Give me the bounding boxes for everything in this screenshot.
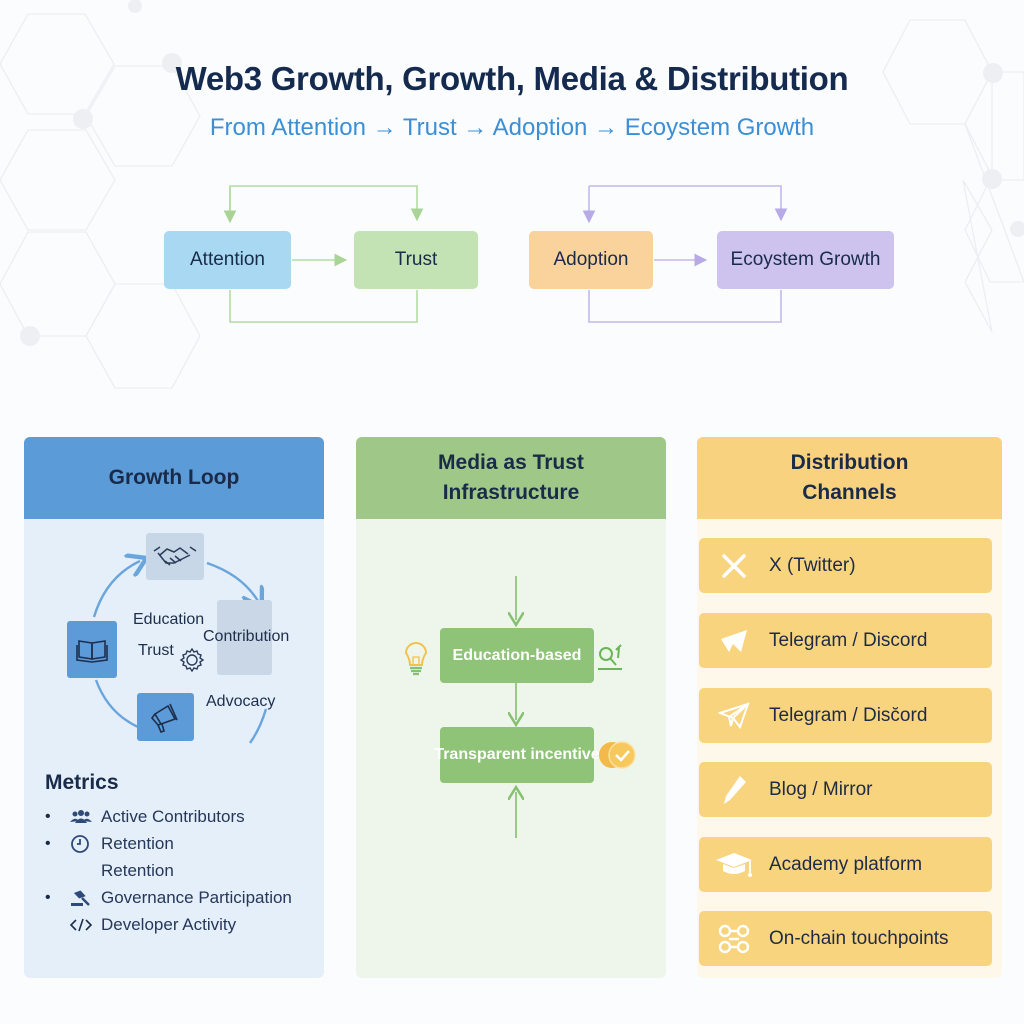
flow-connectors bbox=[223, 185, 788, 323]
growth-loop-title: Growth Loop bbox=[108, 466, 240, 489]
metric-text: Retention bbox=[101, 861, 174, 880]
handshake-icon bbox=[153, 546, 197, 566]
channel-label: Telegram / Discord bbox=[769, 629, 928, 651]
media-trust-header: Media as Trust Infrastructure bbox=[356, 437, 666, 519]
metric-item: • Active Contributors bbox=[45, 804, 245, 830]
stage-attention[interactable]: Attention bbox=[164, 231, 291, 289]
stage-adoption[interactable]: Adoption bbox=[529, 231, 653, 289]
paper-plane-icon bbox=[699, 628, 769, 654]
loop-arrow-contribution-to-megaphone bbox=[249, 708, 268, 744]
loop-label-contribution: Contribution bbox=[203, 628, 290, 645]
distribution-title-line2: Channels bbox=[802, 481, 897, 504]
media-title-line1: Media as Trust bbox=[438, 451, 584, 474]
book-icon bbox=[76, 640, 108, 663]
metric-text: Active Contributors bbox=[101, 807, 245, 826]
stage-ecosystem-growth[interactable]: Ecoystem Growth bbox=[717, 231, 894, 289]
loop-top-adoption-eco bbox=[589, 185, 788, 222]
channel-label: Telegram / Disc̆ord bbox=[769, 704, 928, 726]
channel-telegram-discord[interactable]: Telegram / Discord bbox=[699, 613, 992, 668]
megaphone-icon bbox=[150, 703, 178, 733]
growth-loop-diagram bbox=[67, 533, 272, 744]
lightbulb-icon bbox=[404, 642, 428, 676]
handshake-node bbox=[146, 533, 204, 580]
code-icon bbox=[69, 917, 101, 933]
loop-bottom-attention-trust bbox=[229, 290, 418, 323]
loop-top-attention-trust bbox=[229, 185, 424, 222]
loop-bottom-adoption-eco bbox=[588, 290, 782, 323]
loop-label-advocacy: Advocacy bbox=[206, 693, 276, 710]
media-trust-panel: Media as Trust Infrastructure bbox=[356, 437, 666, 978]
coin-check-icon bbox=[599, 741, 636, 769]
metric-bullet: • bbox=[45, 808, 51, 825]
loop-label-education: Education bbox=[133, 611, 205, 628]
metric-item: Retention bbox=[45, 858, 174, 884]
users-icon bbox=[69, 809, 101, 825]
book-node bbox=[67, 621, 117, 678]
metric-item: Developer Activity bbox=[45, 912, 236, 938]
megaphone-node bbox=[137, 693, 194, 741]
gear-icon bbox=[179, 647, 205, 673]
stage-trust[interactable]: Trust bbox=[354, 231, 478, 289]
contribution-node bbox=[217, 600, 272, 675]
loop-arrow-megaphone-to-book bbox=[94, 679, 139, 729]
media-box-transparent-incentive[interactable]: Transparent incentive bbox=[434, 727, 600, 783]
metric-item: • Retention bbox=[45, 831, 174, 857]
chain-nodes-icon bbox=[699, 923, 769, 955]
channel-label: Academy platform bbox=[769, 853, 923, 875]
loop-arrow-book-to-handshake bbox=[92, 561, 140, 618]
metric-text: Retention bbox=[101, 834, 174, 853]
channel-label: X (Twitter) bbox=[769, 554, 856, 576]
channel-x-twitter[interactable]: X (Twitter) bbox=[699, 538, 992, 593]
loop-arrow-handshake-to-contribution bbox=[206, 561, 258, 601]
paper-plane-outline-icon bbox=[699, 701, 769, 730]
magnifier-chart-icon bbox=[598, 644, 622, 670]
metrics-title: Metrics bbox=[45, 771, 119, 794]
metric-bullet: • bbox=[45, 889, 51, 906]
loop-label-trust: Trust bbox=[138, 642, 174, 659]
clock-icon bbox=[69, 834, 101, 854]
channel-academy-platform[interactable]: Academy platform bbox=[699, 837, 992, 892]
channel-label: Blog / Mirror bbox=[769, 778, 873, 800]
channel-on-chain-touchpoints[interactable]: On-chain touchpoints bbox=[699, 911, 992, 966]
media-title-line2: Infrastructure bbox=[442, 481, 580, 504]
distribution-title-line1: Distribution bbox=[790, 451, 909, 474]
channel-label: On-chain touchpoints bbox=[769, 927, 949, 949]
channel-telegram-discord-2[interactable]: Telegram / Disc̆ord bbox=[699, 688, 992, 743]
page-subtitle: From Attention → Trust → Adoption → Ecoy… bbox=[209, 114, 815, 141]
gavel-icon bbox=[69, 888, 101, 908]
distribution-header: Distribution Channels bbox=[697, 437, 1002, 519]
graduation-cap-icon bbox=[699, 850, 769, 880]
x-icon bbox=[699, 553, 769, 579]
media-box-education-based[interactable]: Education-based bbox=[440, 628, 594, 683]
metric-text: Developer Activity bbox=[101, 915, 237, 934]
metric-text: Governance Participation bbox=[101, 888, 292, 907]
growth-loop-header: Growth Loop bbox=[24, 437, 324, 519]
metric-item: • Governance Participation bbox=[45, 885, 292, 911]
media-flow-diagram bbox=[404, 576, 636, 838]
channel-blog-mirror[interactable]: Blog / Mirror bbox=[699, 762, 992, 817]
metric-bullet: • bbox=[45, 835, 51, 852]
page-title: Web3 Growth, Growth, Media & Distributio… bbox=[175, 60, 849, 97]
pen-icon bbox=[699, 774, 769, 806]
